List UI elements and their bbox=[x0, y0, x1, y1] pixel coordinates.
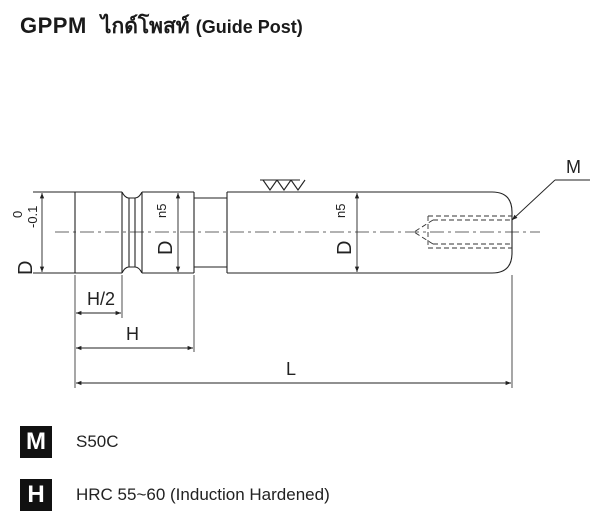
dim-D-label-right: D bbox=[334, 241, 356, 255]
dim-H-half-label: H/2 bbox=[87, 289, 115, 309]
fit-n5-middle: n5 bbox=[154, 204, 169, 218]
legend-text-hardness: HRC 55~60 (Induction Hardened) bbox=[76, 485, 330, 504]
fit-n5-right: n5 bbox=[333, 204, 348, 218]
dim-L-label: L bbox=[286, 359, 296, 379]
thread-hole bbox=[413, 215, 512, 249]
dim-H-label: H bbox=[126, 324, 139, 344]
legend-key-material: M bbox=[20, 426, 52, 458]
post-head bbox=[74, 191, 195, 274]
page-title: GPPM ไกด์โพสท์ (Guide Post) bbox=[20, 10, 303, 43]
product-name-english: (Guide Post) bbox=[195, 17, 303, 37]
product-code: GPPM bbox=[20, 13, 87, 38]
post-neck bbox=[194, 197, 227, 268]
dim-D-label-middle: D bbox=[155, 241, 177, 255]
thread-M-label: M bbox=[566, 157, 581, 177]
dimension-D-head bbox=[33, 191, 75, 274]
legend-material: M S50C bbox=[20, 426, 119, 458]
tol-upper: 0 bbox=[10, 211, 25, 218]
post-shaft bbox=[226, 191, 513, 274]
dim-D-label-left: D bbox=[15, 261, 37, 275]
thread-leader bbox=[511, 179, 590, 221]
legend-text-material: S50C bbox=[76, 432, 119, 451]
tol-lower: -0.1 bbox=[25, 206, 40, 228]
legend-hardness: H HRC 55~60 (Induction Hardened) bbox=[20, 479, 330, 511]
product-name-thai: ไกด์โพสท์ bbox=[100, 14, 190, 38]
legend-key-hardness: H bbox=[20, 479, 52, 511]
extension-lines bbox=[74, 275, 513, 388]
surface-finish-symbol bbox=[260, 179, 306, 191]
